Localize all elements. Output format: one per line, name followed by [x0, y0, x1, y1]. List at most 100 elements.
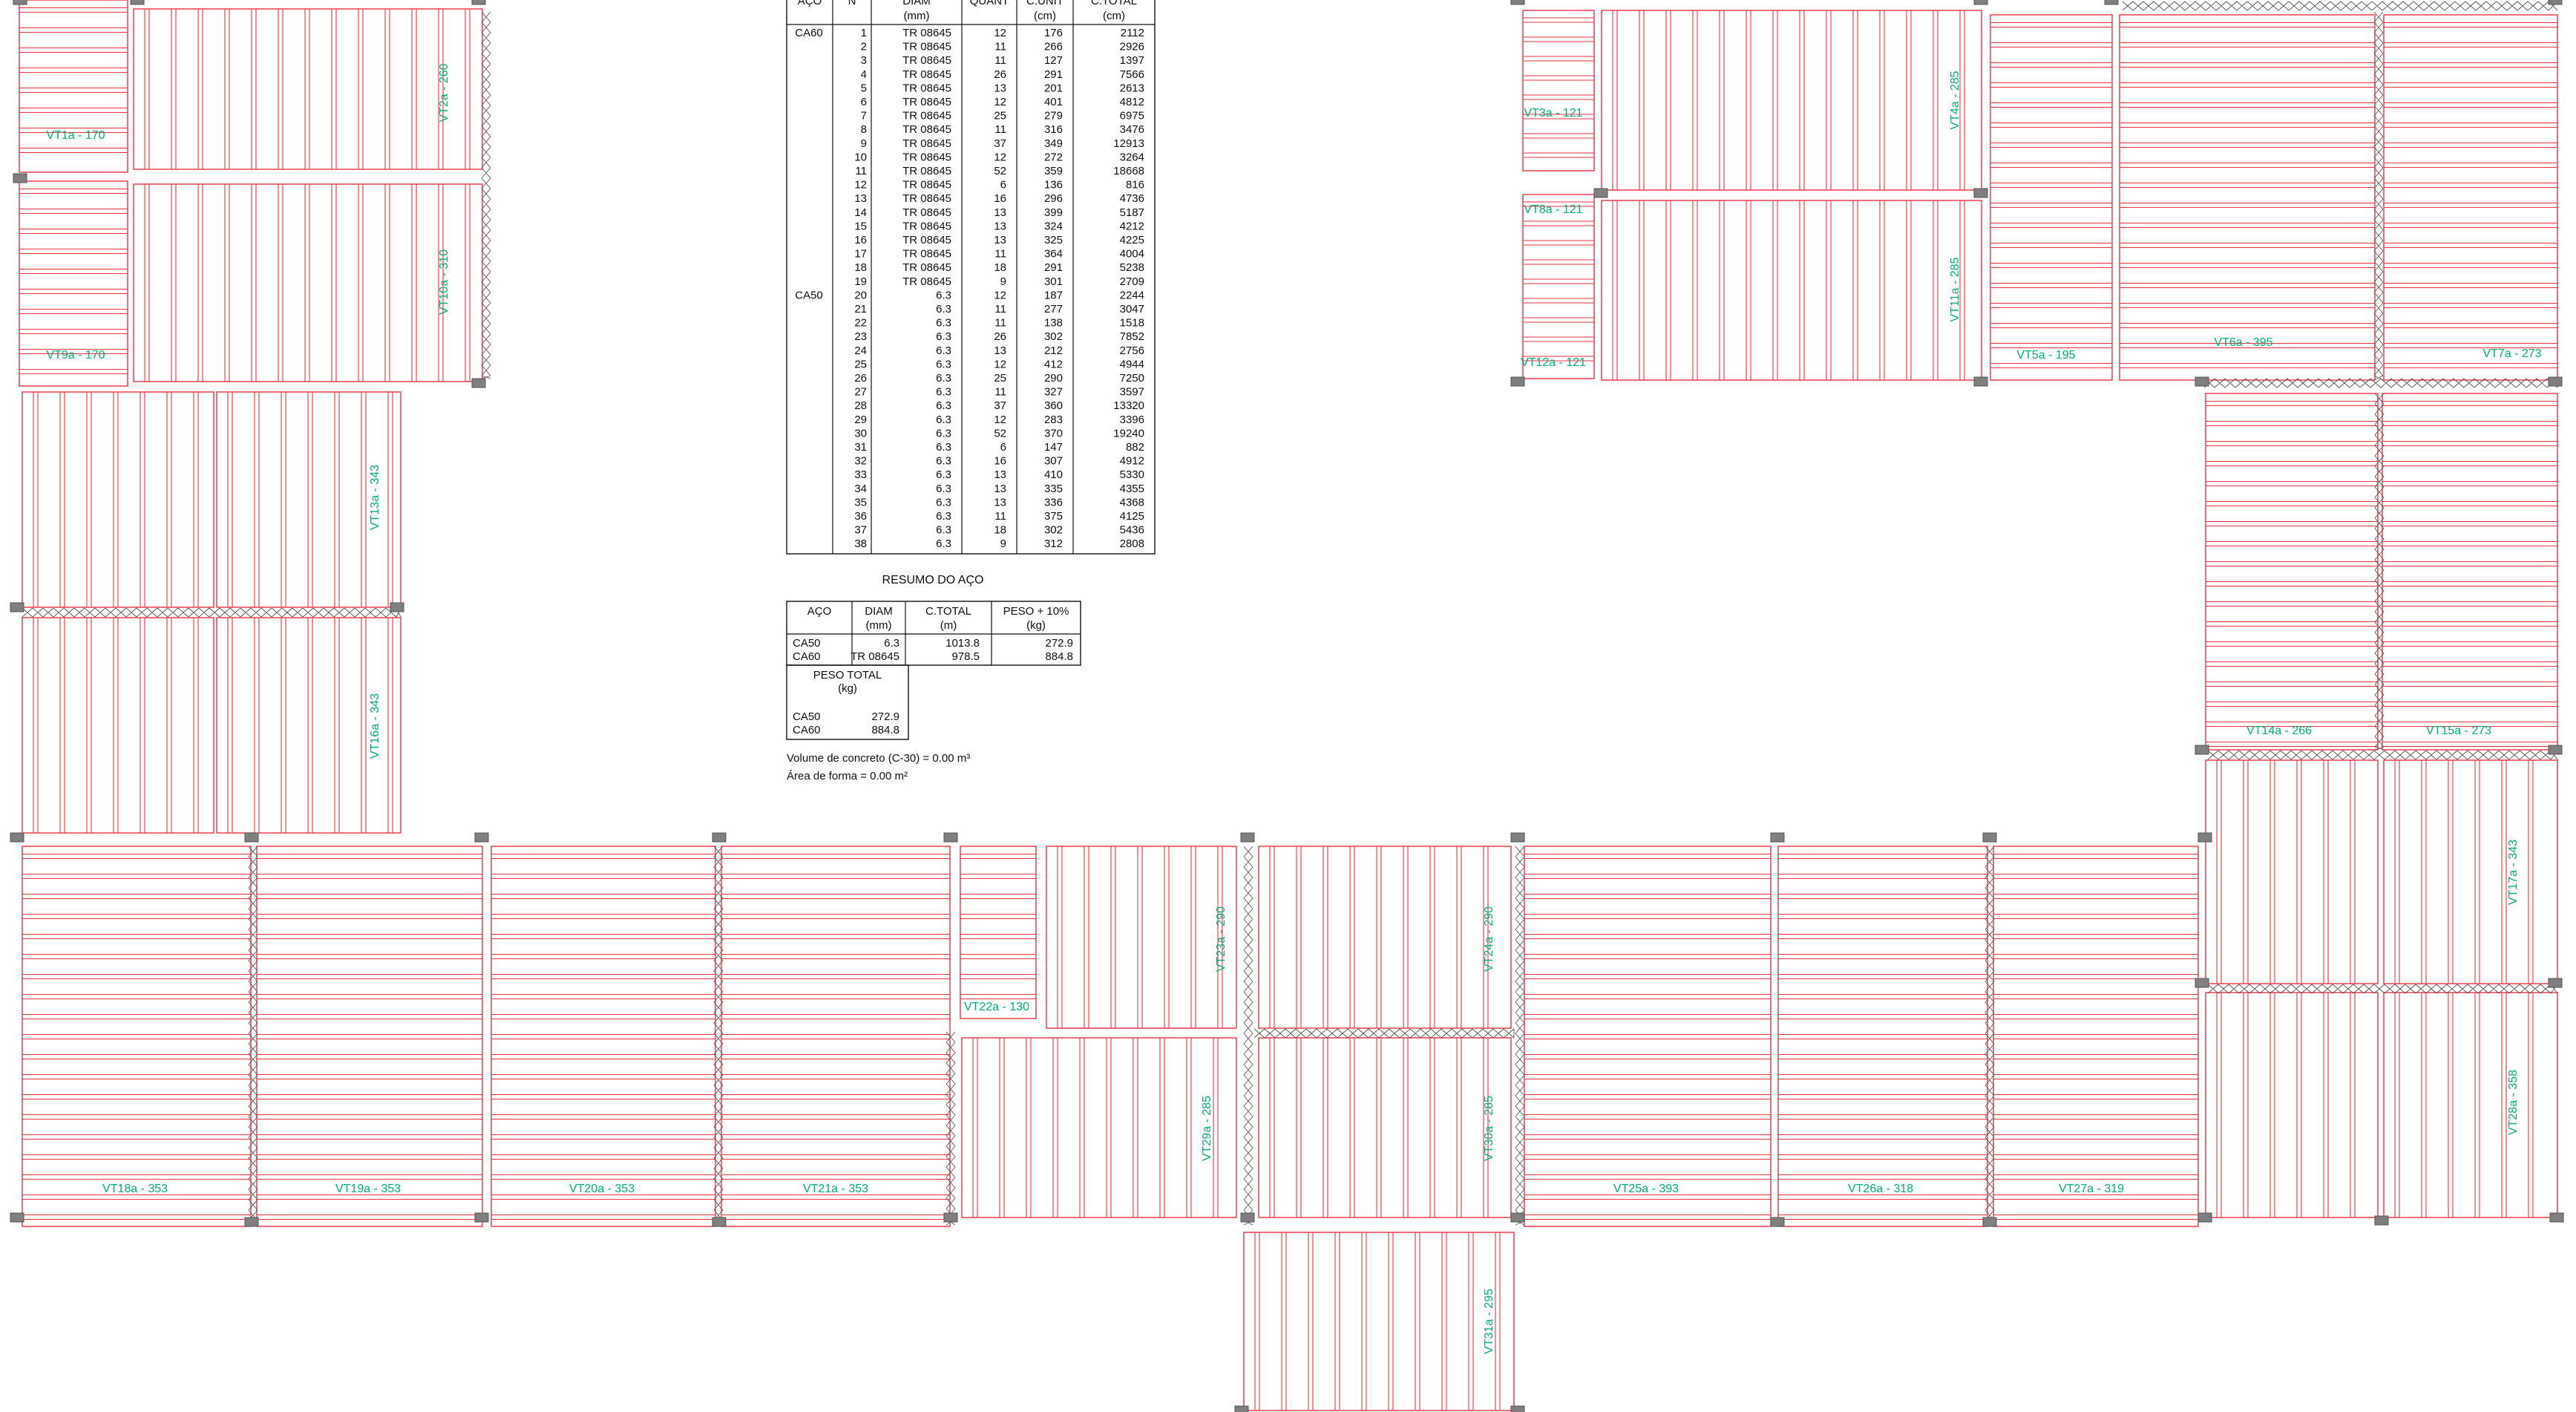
steel-cell: 212 — [1044, 344, 1063, 357]
slab-panel — [133, 183, 483, 382]
slab-panel — [2205, 393, 2379, 751]
summary-cell: TR 08645 — [851, 650, 899, 663]
beam-label-vt11a: VT11a - 285 — [1949, 257, 1962, 321]
column — [10, 602, 24, 612]
steel-group-label: CA50 — [795, 289, 823, 301]
support-hatch — [481, 11, 491, 379]
column — [1240, 1212, 1255, 1223]
column — [1982, 1217, 1997, 1227]
steel-cell: 32 — [854, 455, 867, 468]
slab-panel — [2205, 759, 2379, 984]
steel-cell: 11 — [994, 386, 1006, 399]
steel-cell: TR 08645 — [902, 151, 951, 163]
steel-cell: 6.3 — [936, 441, 951, 454]
beam-label-vt23a: VT23a - 290 — [1215, 906, 1228, 972]
steel-cell: 816 — [1126, 179, 1144, 192]
beam-label-vt13a: VT13a - 343 — [369, 465, 381, 530]
steel-cell: TR 08645 — [902, 27, 951, 39]
steel-cell: TR 08645 — [902, 110, 951, 122]
steel-cell: 127 — [1044, 54, 1063, 67]
steel-cell: 2709 — [1120, 275, 1144, 288]
column — [712, 832, 727, 843]
column — [2198, 832, 2212, 843]
steel-cell: 18 — [994, 261, 1006, 274]
peso-total-aco: CA50 — [793, 710, 821, 723]
steel-cell: 1397 — [1120, 54, 1144, 67]
steel-cell: 187 — [1044, 289, 1063, 301]
slab-panel — [216, 391, 402, 608]
steel-cell: 15 — [854, 220, 867, 232]
column — [2195, 978, 2209, 988]
support-hatch — [713, 846, 724, 1226]
steel-cell: 138 — [1044, 317, 1063, 330]
peso-total-value: 884.8 — [871, 724, 899, 736]
column — [2549, 1212, 2564, 1223]
column — [471, 0, 486, 5]
steel-cell: TR 08645 — [902, 54, 951, 67]
steel-cell: 7 — [861, 110, 867, 122]
steel-cell: 291 — [1044, 261, 1063, 274]
column — [1973, 376, 1988, 387]
steel-cell: 25 — [994, 372, 1006, 385]
steel-cell: 13 — [994, 496, 1006, 509]
support-hatch — [1253, 1028, 1515, 1039]
steel-cell: TR 08645 — [902, 192, 951, 205]
beam-label-vt15a: VT15a - 273 — [2426, 725, 2491, 737]
steel-cell: 33 — [854, 468, 867, 481]
beam-label-vt17a: VT17a - 343 — [2507, 840, 2520, 905]
steel-cell: 7852 — [1120, 330, 1144, 343]
slab-panel — [216, 617, 402, 834]
steel-cell: 277 — [1044, 303, 1063, 316]
steel-cell: TR 08645 — [902, 96, 951, 108]
column — [2548, 745, 2563, 755]
steel-cell: 4212 — [1120, 220, 1144, 232]
beam-label-vt25a: VT25a - 393 — [1613, 1183, 1679, 1195]
steel-cell: 7250 — [1120, 372, 1144, 385]
steel-cell: 11 — [994, 123, 1006, 136]
steel-cell: 291 — [1044, 68, 1063, 81]
steel-cell: TR 08645 — [902, 68, 951, 81]
steel-cell: 30 — [854, 427, 867, 439]
beam-label-vt8a: VT8a - 121 — [1524, 203, 1582, 216]
column — [471, 378, 486, 388]
steel-cell: 6.3 — [936, 289, 951, 301]
steel-header-cell: C.UNIT — [1026, 0, 1063, 7]
steel-cell: 37 — [994, 137, 1006, 150]
slab-panel — [256, 846, 483, 1227]
steel-cell: 6.3 — [936, 537, 951, 550]
steel-cell: 5436 — [1120, 524, 1144, 537]
column — [1240, 832, 1255, 843]
steel-cell: TR 08645 — [902, 123, 951, 136]
support-hatch — [2207, 984, 2558, 994]
steel-cell: 6.3 — [936, 524, 951, 537]
column — [2374, 1215, 2389, 1226]
steel-cell: 6.3 — [936, 510, 951, 523]
steel-cell: 5 — [861, 82, 867, 94]
summary-cell: 1013.8 — [945, 637, 980, 650]
column — [1973, 0, 1988, 5]
steel-cell: 4812 — [1120, 96, 1144, 108]
beam-label-vt22a: VT22a - 130 — [964, 1001, 1029, 1013]
beam-label-vt12a: VT12a - 121 — [1521, 356, 1586, 369]
steel-header-cell: AÇO — [798, 0, 822, 7]
steel-cell: 18 — [994, 524, 1006, 537]
steel-cell: 2926 — [1120, 41, 1144, 53]
steel-cell: 302 — [1044, 524, 1063, 537]
steel-cell: 26 — [994, 68, 1006, 81]
steel-cell: TR 08645 — [902, 41, 951, 53]
steel-cell: 6.3 — [936, 483, 951, 495]
steel-cell: 18668 — [1113, 165, 1144, 177]
steel-cell: 1518 — [1120, 317, 1144, 330]
